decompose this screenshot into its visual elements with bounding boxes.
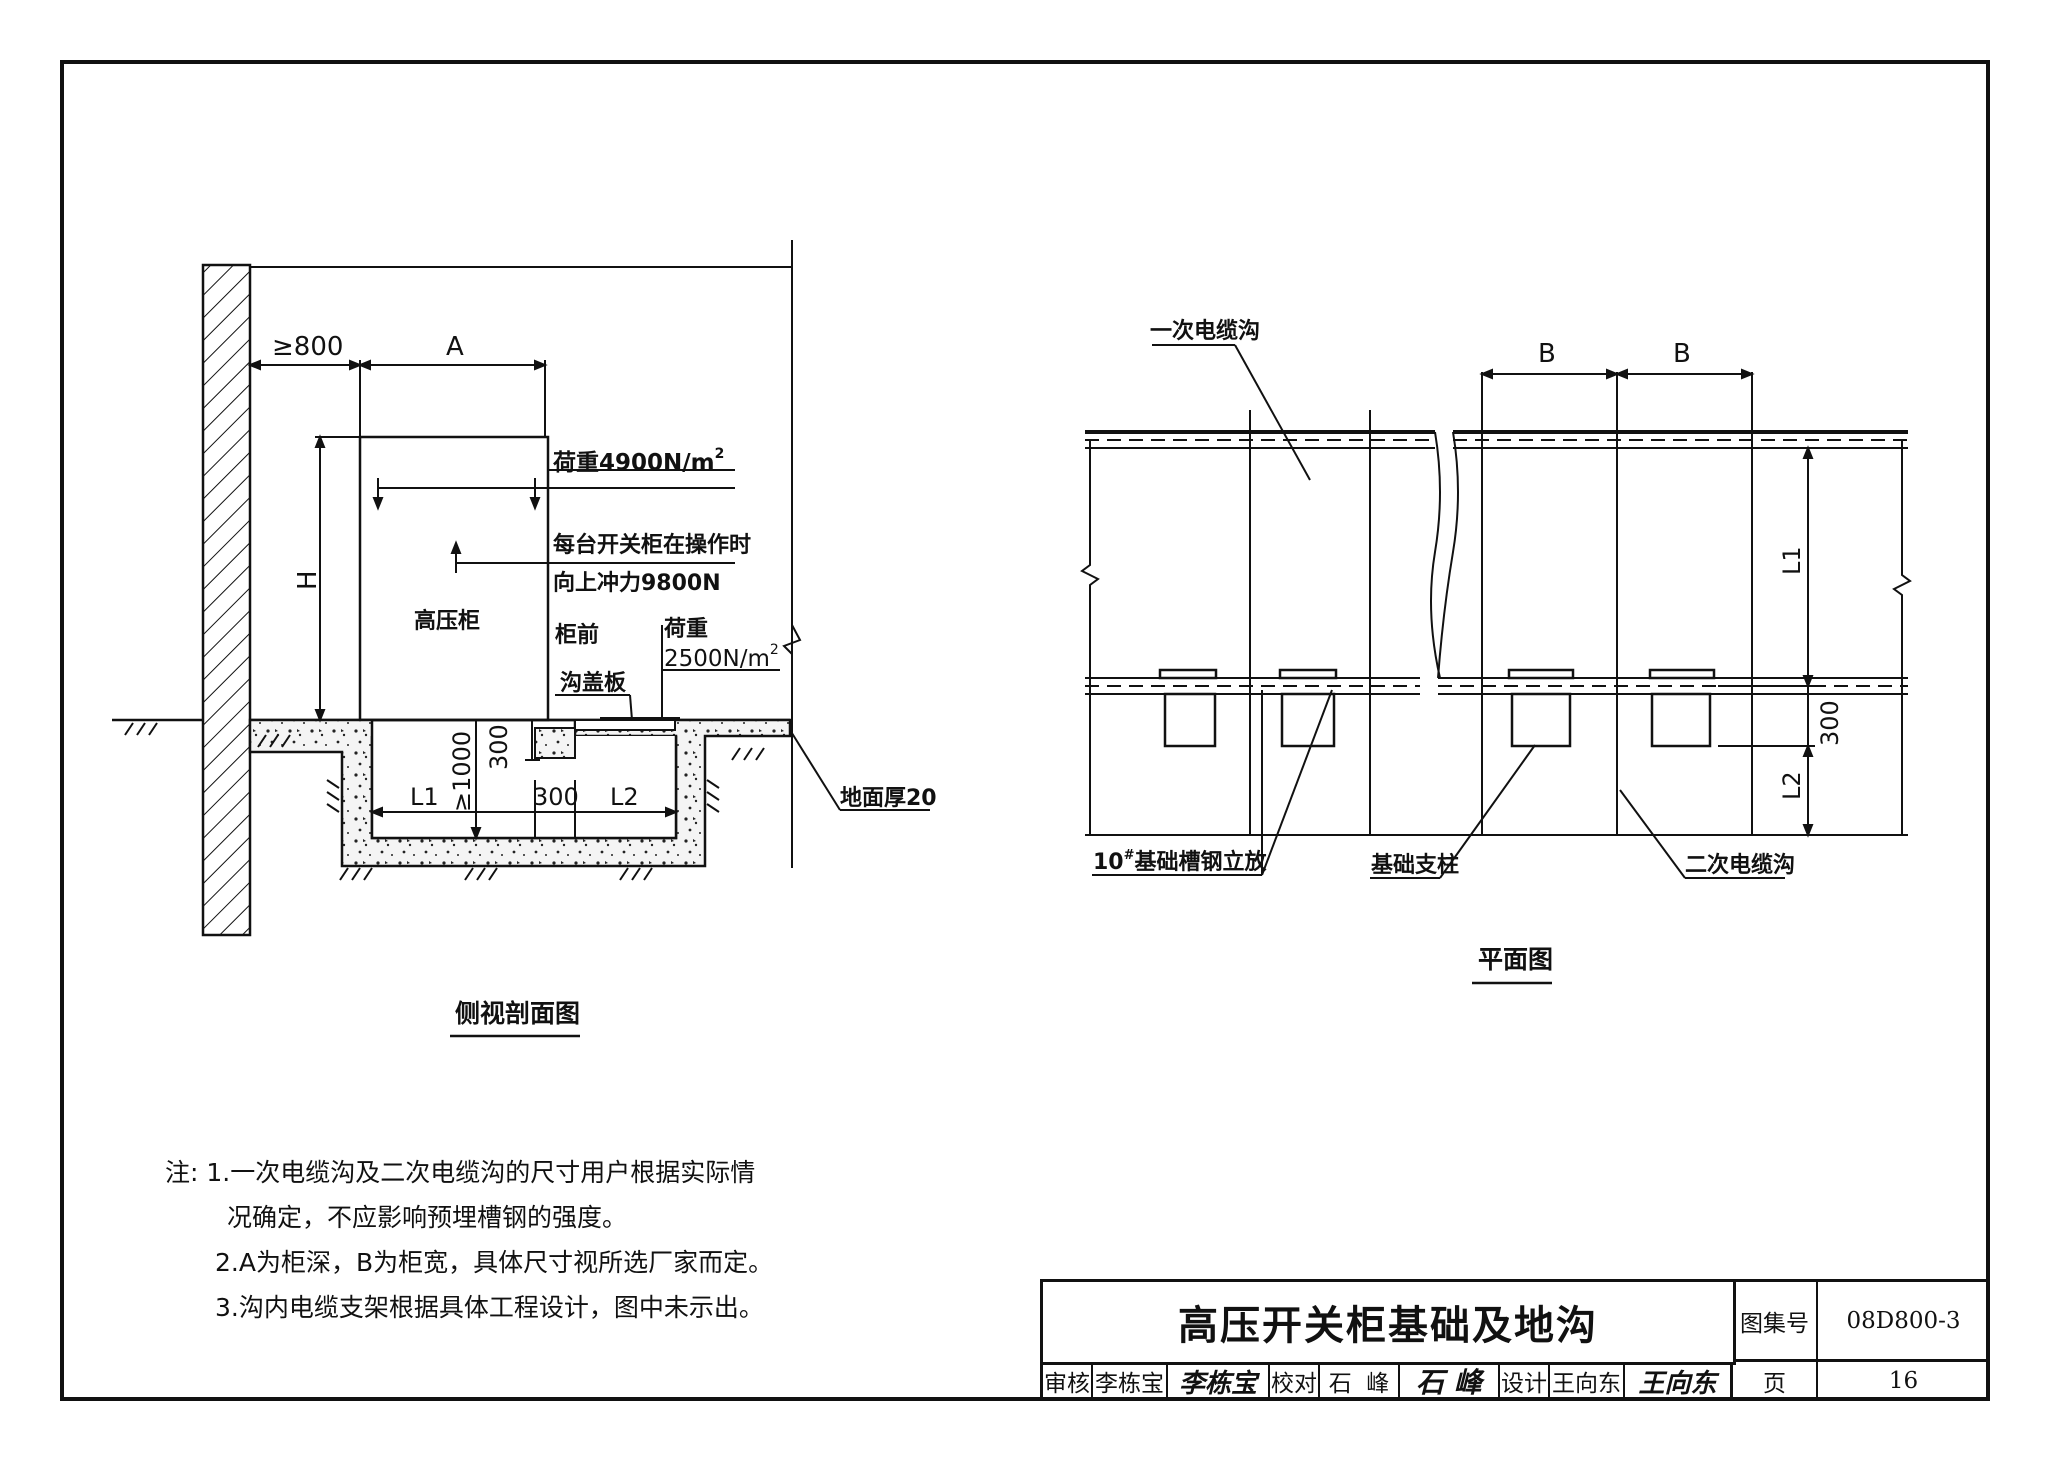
- reviewer-name: 李栋宝: [1093, 1362, 1168, 1400]
- dim-trench-depth: ≥1000: [448, 731, 476, 812]
- ground-marks: [124, 722, 765, 881]
- page-number: 16: [1888, 1368, 1919, 1394]
- dim-min-clearance: ≥800: [272, 332, 343, 362]
- support-post-label: 基础支柱: [1371, 853, 1459, 878]
- load-front-line1: 荷重: [664, 617, 708, 642]
- side-view-title: 侧视剖面图: [455, 999, 580, 1028]
- dim-height-h: H: [293, 570, 323, 590]
- plan-view: [1080, 344, 1912, 879]
- cover-line2: 沟盖板: [560, 670, 627, 696]
- dim-b-1: B: [1538, 339, 1556, 369]
- cabinet-label: 高压柜: [414, 608, 480, 634]
- cover-line1: 柜前: [555, 622, 599, 648]
- checker-signature: 石 峰: [1400, 1362, 1500, 1400]
- uplift-line2: 向上冲力9800N: [553, 570, 721, 596]
- trench-cover-plate: [574, 719, 676, 731]
- plan-dim-l1: L1: [1778, 546, 1806, 575]
- dim-depth-a: A: [446, 332, 464, 362]
- atlas-number: 08D800-3: [1818, 1282, 1989, 1362]
- check-label: 校对: [1270, 1362, 1320, 1400]
- drawing-frame: [60, 60, 1990, 1401]
- plan-view-title: 平面图: [1478, 945, 1553, 974]
- drawing-title: 高压开关柜基础及地沟: [1043, 1282, 1736, 1365]
- dim-b-2: B: [1673, 339, 1691, 369]
- note-line-2: 况确定，不应影响预埋槽钢的强度。: [227, 1203, 628, 1232]
- note-line-1: 注: 1.一次电缆沟及二次电缆沟的尺寸用户根据实际情: [165, 1158, 756, 1187]
- support-posts: [1158, 668, 1716, 748]
- notes-block: 注: 1.一次电缆沟及二次电缆沟的尺寸用户根据实际情 况确定，不应影响预埋槽钢的…: [165, 1150, 773, 1330]
- hatched-wall: [201, 263, 252, 937]
- checker-name: 石 峰: [1320, 1362, 1400, 1400]
- side-section-view: [112, 240, 930, 937]
- dim-l2: L2: [610, 783, 639, 811]
- dim-l1: L1: [410, 783, 439, 811]
- plan-dim-300: 300: [1816, 700, 1844, 746]
- title-block: 高压开关柜基础及地沟 图集号 08D800-3 审核 李栋宝 李栋宝 校对 石 …: [1040, 1279, 1989, 1400]
- review-label: 审核: [1043, 1362, 1093, 1400]
- page-label: 页: [1733, 1362, 1818, 1400]
- primary-trench-label: 一次电缆沟: [1150, 318, 1260, 344]
- plan-dim-l2: L2: [1778, 771, 1806, 800]
- atlas-label: 图集号: [1733, 1282, 1818, 1362]
- designer-name: 王向东: [1550, 1362, 1625, 1400]
- channel-steel-label: 10#基础槽钢立放: [1093, 848, 1268, 875]
- designer-signature: 王向东: [1625, 1362, 1733, 1400]
- load-front-line2: 2500N/m2: [664, 642, 779, 672]
- floor-thickness-label: 地面厚20: [840, 786, 937, 811]
- secondary-trench-label: 二次电缆沟: [1685, 852, 1795, 878]
- reviewer-signature: 李栋宝: [1168, 1362, 1270, 1400]
- load-top-label: 荷重4900N/m2: [553, 446, 724, 476]
- hv-cabinet: [358, 435, 550, 722]
- note-line-3: 2.A为柜深，B为柜宽，具体尺寸视所选厂家而定。: [215, 1248, 774, 1277]
- center-support: [534, 727, 576, 759]
- design-label: 设计: [1500, 1362, 1550, 1400]
- note-line-4: 3.沟内电缆支架根据具体工程设计，图中未示出。: [215, 1293, 764, 1322]
- dim-300-vertical: 300: [485, 724, 513, 770]
- dim-300-horizontal: 300: [533, 783, 579, 811]
- uplift-line1: 每台开关柜在操作时: [553, 532, 751, 558]
